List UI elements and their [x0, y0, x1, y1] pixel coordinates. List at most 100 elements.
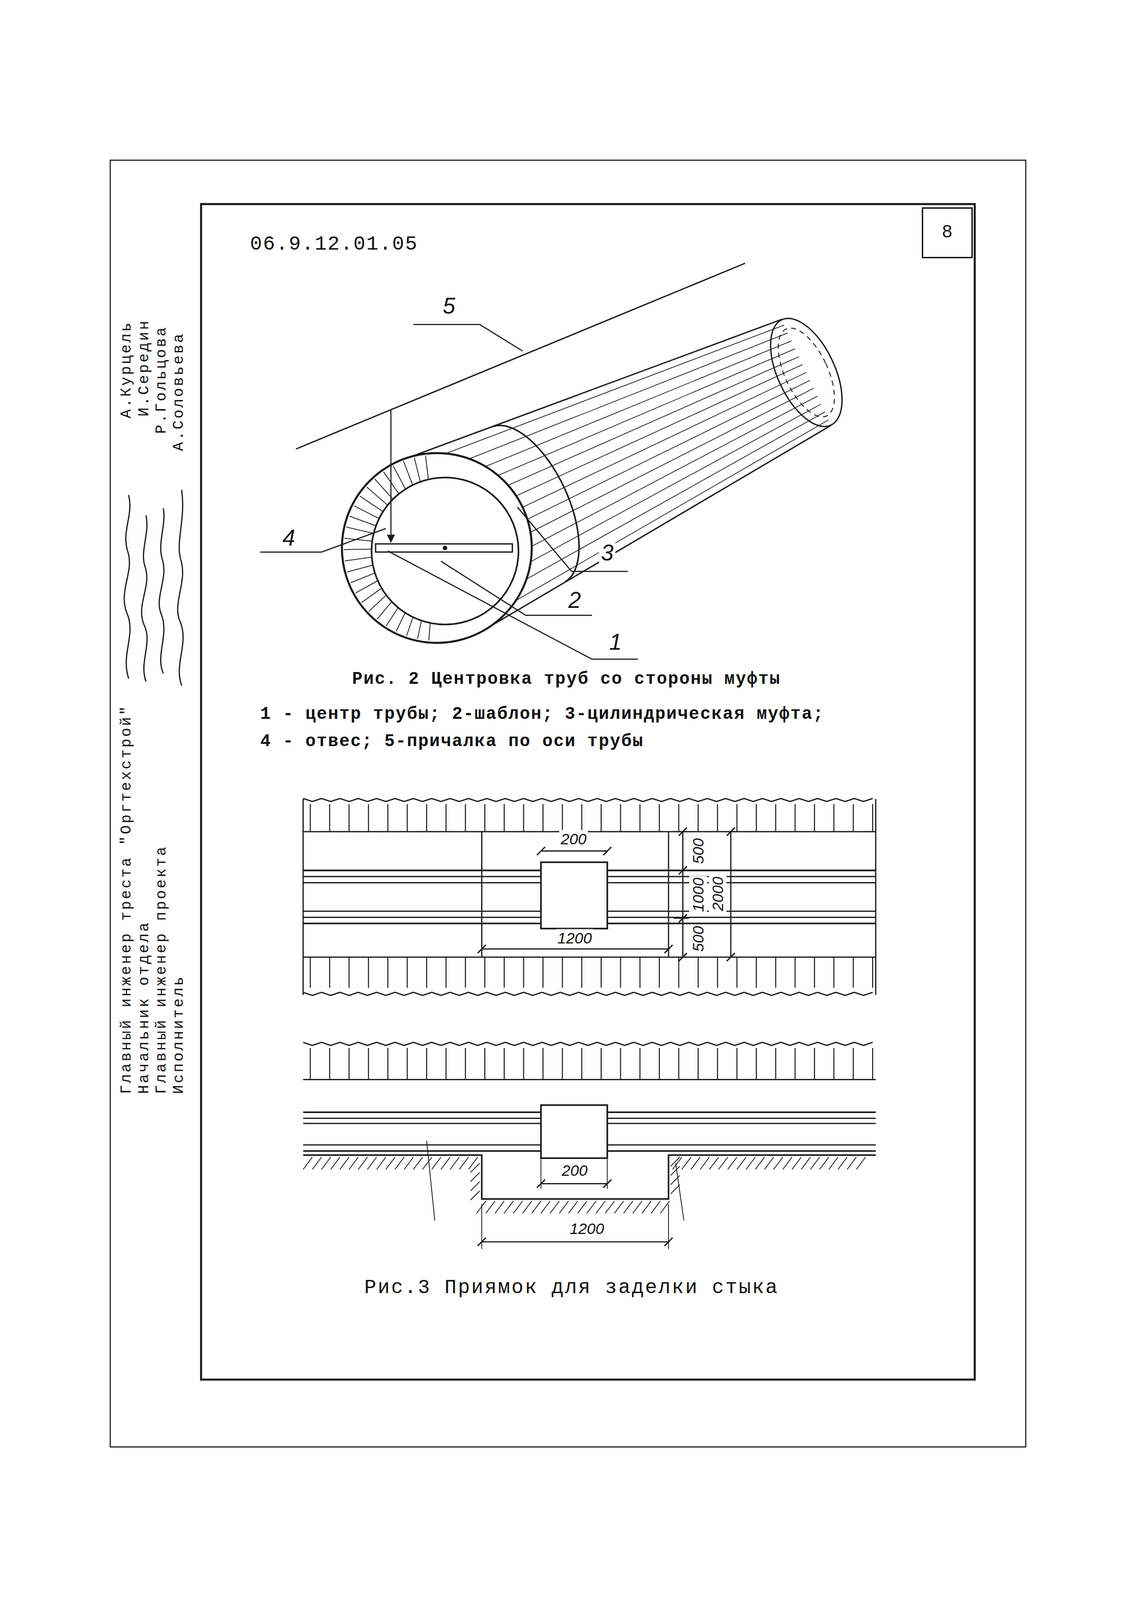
ground-tick: [329, 957, 331, 988]
dimension-line: [541, 850, 608, 852]
dimension: 1000: [689, 876, 708, 914]
soil-hatch-line: [504, 1201, 514, 1214]
pipe-far-end: [755, 307, 857, 438]
dimension-line: [541, 1183, 608, 1185]
soil-hatch-line: [736, 1157, 746, 1170]
dimension-ticks: [477, 1179, 673, 1247]
dimension-tick: [678, 866, 688, 875]
soil-hatch-line: [670, 1185, 680, 1195]
plumb-line: [390, 410, 392, 537]
callout-number: 3: [599, 539, 616, 567]
ground-tick: [852, 804, 854, 832]
ground-edge: [303, 1042, 873, 1046]
coupling-hatch-line: [344, 557, 374, 562]
soil-hatch-line: [700, 1157, 710, 1170]
ground-tick: [542, 1048, 544, 1081]
dimension: 200: [559, 829, 589, 848]
ground-tick: [562, 957, 563, 988]
soil-hatch-line: [330, 1157, 340, 1170]
outer-frame: [110, 160, 1026, 1448]
soil-hatch-line: [718, 1157, 728, 1170]
ground-tick: [581, 1048, 583, 1081]
pit-plan: [303, 798, 876, 996]
soil-hatch-line: [468, 1157, 478, 1170]
coupling-hatch-line: [346, 527, 376, 534]
ground-ticks: [310, 1048, 873, 1081]
ground-tick: [406, 957, 408, 988]
ground-tick: [562, 804, 563, 832]
ground-tick: [639, 804, 641, 832]
dimension: 1200: [568, 1220, 606, 1238]
ground-tick: [445, 957, 447, 988]
dimension-ticks: [477, 827, 735, 962]
ground-edge: [303, 798, 873, 802]
leader-lines: [260, 324, 638, 660]
soil-hatch-line: [441, 1157, 451, 1170]
figure-key: 4 - отвес; 5-причалка по оси трубы: [260, 731, 644, 752]
ground-tick: [678, 1048, 679, 1081]
ground-tick: [367, 804, 369, 832]
extension-line: [426, 1141, 435, 1221]
ground-tick: [581, 804, 583, 832]
figure-caption: Рис. 2 Центровка труб со стороны муфты: [351, 668, 781, 689]
ground-tick: [717, 804, 719, 832]
ground-tick: [348, 804, 350, 832]
leader-line: [260, 528, 386, 553]
ground-tick: [600, 1048, 602, 1081]
soil-hatch-line: [413, 1157, 423, 1170]
pit-wall: [668, 831, 670, 958]
ground-tick: [852, 1048, 854, 1081]
ground-ticks: [310, 804, 873, 988]
dimension-tick: [603, 847, 612, 856]
trench-wall: [303, 956, 876, 959]
dimension-tick: [477, 1237, 486, 1247]
soil-hatch-line: [531, 1201, 541, 1214]
ground-tick: [755, 957, 757, 988]
dimension-tick: [678, 827, 688, 836]
coupling-hatch-line: [349, 516, 378, 527]
soil-hatch-line: [376, 1157, 386, 1170]
ground-tick: [503, 957, 505, 988]
soil-hatch: [303, 1157, 866, 1214]
ground-tick: [348, 957, 350, 988]
signatory-title: Исполнитель: [170, 975, 188, 1095]
dimension-line: [730, 831, 732, 958]
ground-tick: [562, 1048, 563, 1081]
ground-tick: [426, 1048, 428, 1081]
dimension-tick: [678, 914, 688, 923]
signatory-title: Начальник отдела: [135, 920, 153, 1095]
plumb-bob: [387, 534, 396, 543]
signatory-name: Р.Гольцова: [153, 325, 171, 434]
soil-hatch-line: [856, 1157, 866, 1170]
pipe-far-end-inner: [766, 320, 847, 426]
soil-hatch-line: [568, 1201, 578, 1214]
page-number: 8: [941, 222, 953, 243]
ground-tick: [445, 1048, 447, 1081]
ground-tick: [814, 804, 815, 832]
soil-hatch-line: [838, 1157, 848, 1170]
soil-hatch-line: [312, 1157, 322, 1170]
dimension-line: [682, 831, 684, 958]
ground-tick: [619, 804, 621, 832]
dimension-tick: [477, 944, 486, 954]
ground-tick: [387, 957, 389, 988]
pipe-center: [442, 545, 448, 551]
ground-tick: [619, 1048, 621, 1081]
ground-tick: [872, 1048, 874, 1081]
joint-box: [541, 1105, 608, 1159]
ground-tick: [600, 957, 602, 988]
soil-hatch-line: [470, 1172, 480, 1182]
coupling-outer: [341, 452, 532, 643]
signatory-name: А.Курцель: [118, 321, 136, 419]
signature: [141, 515, 147, 682]
signature: [124, 494, 131, 679]
signatory-name: А.Соловьева: [170, 331, 188, 452]
ground-tick: [619, 957, 621, 988]
ground-line: [303, 1079, 876, 1081]
coupling-hatch-line: [366, 487, 389, 507]
ground-tick: [464, 957, 466, 988]
leader-line: [413, 324, 523, 352]
ground-tick: [522, 804, 524, 832]
callout-number: 5: [441, 292, 458, 320]
coupling-hatch-line: [359, 496, 385, 513]
